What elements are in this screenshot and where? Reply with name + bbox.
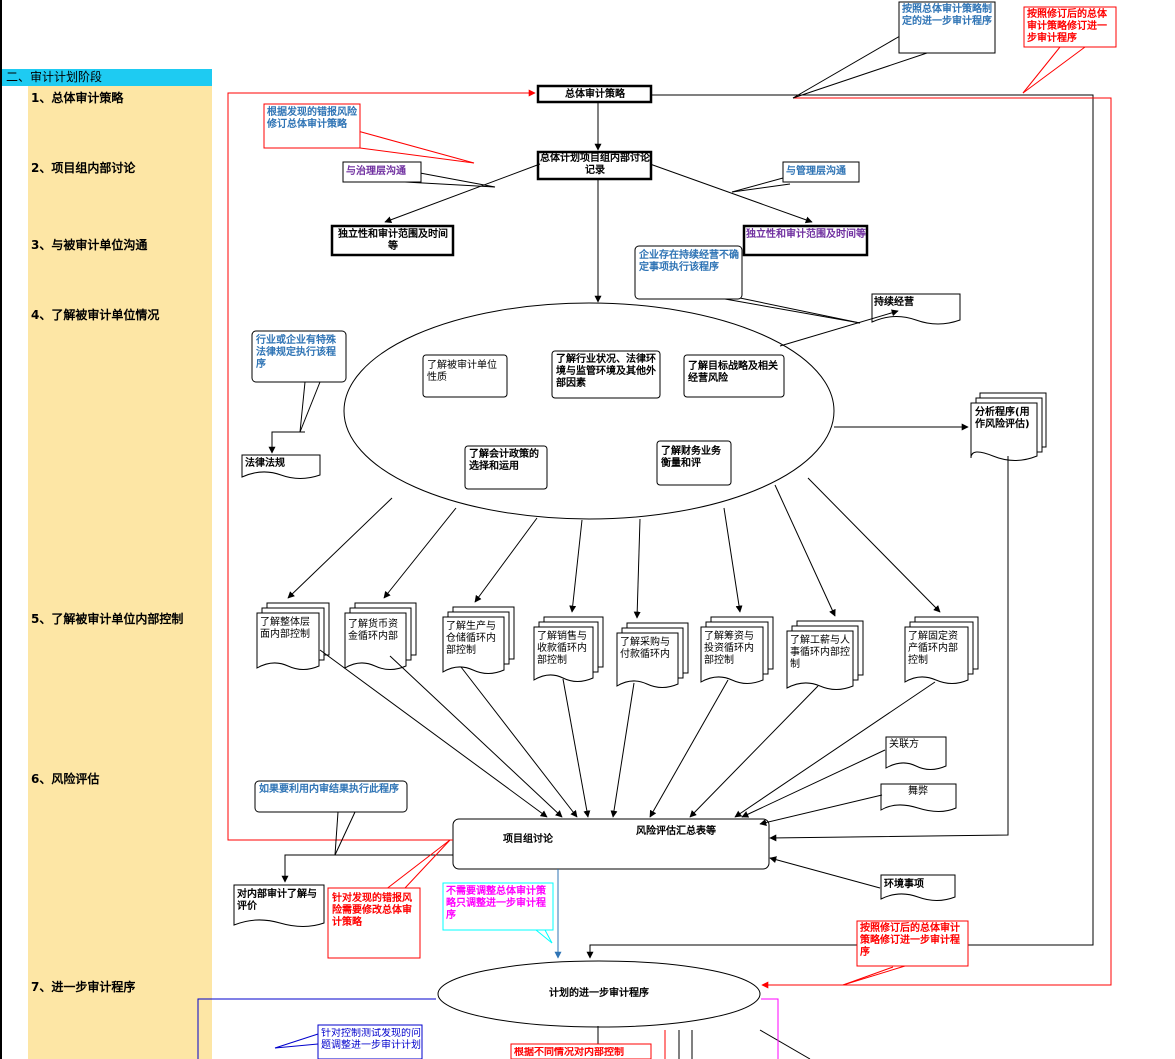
environment-doc — [880, 874, 956, 901]
understand-entity-label: 了解被审计单位性质 — [427, 360, 497, 383]
internal-audit-doc — [233, 884, 325, 927]
callout-modify-for-misstatement: 针对发现的错报风险需要修改总体审计策略 — [332, 893, 412, 928]
callout-special-laws: 行业或企业有特殊法律规定执行该程序 — [256, 335, 336, 370]
industry-box — [551, 350, 661, 399]
entity-nature-box — [422, 354, 508, 398]
callout-box-10 — [442, 882, 554, 931]
independence-right-label: 独立性和审计范围及时间等 — [746, 229, 866, 240]
step-2: 2、项目组内部讨论 — [31, 161, 136, 175]
ic-payroll-label: 了解工薪与人事循环内部控制 — [790, 635, 850, 670]
overall-strategy-label: 总体审计策略 — [565, 89, 625, 100]
callout-box-8 — [254, 780, 408, 813]
independence-left-label: 独立性和审计范围及时间等 — [338, 229, 448, 252]
team-discussion-record-label: 总体计划项目组内部讨论记录 — [540, 153, 650, 176]
risk-summary-label: 风险评估汇总表等 — [636, 826, 716, 837]
callout-communicate-governance: 与治理层沟通 — [346, 166, 406, 177]
callout-box-1 — [898, 1, 996, 54]
callout-bottom-partial: 根据不同情况对内部控制 — [514, 1047, 624, 1058]
further-procedures-ellipse — [437, 960, 761, 1028]
step-6: 6、风险评估 — [31, 772, 100, 786]
risk-assessment-box — [452, 818, 770, 870]
understand-performance-label: 了解财务业务衡量和评 — [661, 446, 721, 469]
related-party-doc — [885, 736, 947, 770]
callout-box-13 — [510, 1043, 652, 1059]
understand-objectives-label: 了解目标战略及相关经营风险 — [688, 361, 778, 384]
callout-box-6 — [634, 245, 743, 300]
team-discussion-label: 项目组讨论 — [503, 834, 553, 845]
callout-adjust-only-further: 不需要调整总体审计策略只调整进一步审计程序 — [446, 886, 546, 921]
callout-box-2 — [1023, 6, 1117, 48]
callout-control-test-adjust: 针对控制测试发现的问题调整进一步审计计划 — [321, 1028, 421, 1051]
laws-label: 法律法规 — [245, 458, 285, 469]
understand-industry-label: 了解行业状况、法律环境与监管环境及其他外部因素 — [556, 354, 656, 389]
callout-box-9 — [327, 887, 421, 959]
going-concern-doc — [871, 293, 961, 325]
understand-accounting-label: 了解会计政策的选择和运用 — [469, 449, 539, 472]
callout-use-internal-audit: 如果要利用内审结果执行此程序 — [259, 784, 399, 795]
step-1: 1、总体审计策略 — [31, 91, 124, 105]
callout-box-7 — [251, 330, 347, 383]
objectives-box — [683, 354, 785, 398]
ic-entity-level-label: 了解整体层面内部控制 — [260, 617, 310, 640]
callout-box-12 — [317, 1024, 423, 1059]
team-discussion-record-box — [536, 150, 653, 181]
callout-revised-strategy-top: 按照修订后的总体审计策略修订进一步审计程序 — [1027, 9, 1107, 44]
callout-box-11 — [856, 920, 969, 967]
phase-title: 二、审计计划阶段 — [2, 69, 212, 86]
ic-stacks — [256, 602, 979, 690]
step-4: 4、了解被审计单位情况 — [31, 308, 160, 322]
ic-sales-label: 了解销售与收款循环内部控制 — [537, 631, 587, 666]
ic-financing-label: 了解筹资与投资循环内部控制 — [704, 631, 754, 666]
internal-audit-label: 对内部审计了解与评价 — [237, 889, 317, 912]
independence-right-box — [742, 224, 869, 257]
step-7: 7、进一步审计程序 — [31, 980, 136, 994]
performance-box — [656, 440, 732, 486]
flow-arrows — [268, 94, 1094, 959]
overall-strategy-box — [536, 84, 653, 104]
ic-cash-label: 了解货币资金循环内部 — [348, 619, 398, 642]
ic-production-label: 了解生产与仓储循环内部控制 — [446, 621, 496, 656]
red-feedback-loop — [227, 89, 536, 841]
accounting-box — [464, 445, 548, 490]
step-3: 3、与被审计单位沟通 — [31, 238, 148, 252]
fraud-doc — [880, 783, 957, 812]
callout-revised-strategy-bottom: 按照修订后的总体审计策略修订进一步审计程序 — [860, 923, 960, 958]
callout-communicate-management: 与管理层沟通 — [786, 166, 846, 177]
callout-box-4 — [342, 161, 422, 183]
callout-further-by-strategy: 按照总体审计策略制定的进一步审计程序 — [902, 4, 992, 27]
ic-fixed-assets-label: 了解固定资产循环内部控制 — [908, 631, 958, 666]
fraud-label: 舞弊 — [908, 786, 928, 797]
callout-going-concern-doubt: 企业存在持续经营不确定事项执行该程序 — [639, 250, 739, 273]
independence-left-box — [330, 224, 455, 257]
callout-box-5 — [782, 161, 860, 183]
environment-label: 环境事项 — [884, 879, 924, 890]
red-revision-loop — [761, 97, 1112, 989]
callout-revise-by-misstatement: 根据发现的错报风险修订总体审计策略 — [267, 107, 357, 130]
analysis-procedure-stack — [970, 392, 1047, 461]
analysis-procedure-label: 分析程序(用作风险评估) — [975, 407, 1030, 430]
further-procedures-label: 计划的进一步审计程序 — [549, 988, 649, 999]
laws-doc — [241, 454, 321, 479]
understand-entity-ellipse — [343, 302, 835, 520]
related-parties-label: 关联方 — [889, 739, 919, 750]
ic-purchase-label: 了解采购与付款循环内 — [620, 637, 670, 660]
step-5: 5、了解被审计单位内部控制 — [31, 612, 184, 626]
going-concern-label: 持续经营 — [874, 297, 914, 308]
callout-box-3 — [263, 103, 361, 149]
step-sidebar — [28, 86, 212, 1059]
